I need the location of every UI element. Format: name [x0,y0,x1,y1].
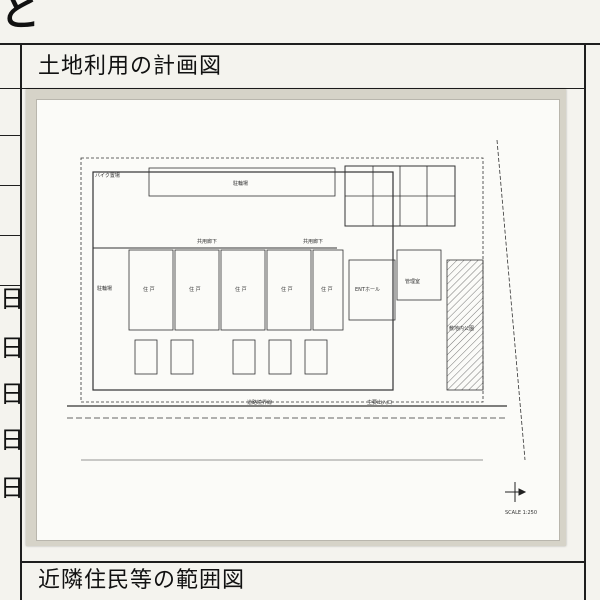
label-scale: SCALE 1:250 [505,510,538,516]
parking-bay [134,339,158,375]
strip-row-divider [0,185,20,186]
section-title-land-use: 土地利用の計画図 [38,54,223,79]
label-corridor: 共用廊下 [303,239,324,245]
site-plan-sheet: バイク置場 駐輪場 駐輪場 共用廊下 共用廊下 住 戸 住 戸 住 戸 住 戸 … [36,99,560,541]
site-boundary [80,157,484,403]
side-glyph: 日 [0,334,24,362]
management-room [396,249,442,301]
frame-left-line [20,43,22,600]
side-glyph: 日 [0,285,24,313]
label-road-boundary: 道路境界線 [247,400,273,406]
strip-row-divider [0,235,20,236]
label-corridor: 共用廊下 [197,239,218,245]
north-arrow-icon [505,482,527,502]
section-title-neighbors: 近隣住民等の範囲図 [38,568,246,593]
label-main-entrance: 主要出入口 [367,400,393,406]
parking-bay [268,339,292,375]
label-unit: 住 戸 [281,287,293,293]
label-unit: 住 戸 [321,287,333,293]
entrance-hall [348,259,396,321]
side-glyph: 日 [0,474,24,502]
label-parking-top: 駐輪場 [233,181,249,187]
label-unit: 住 戸 [235,287,247,293]
frame-top-line [0,43,600,45]
frame-right-line [584,43,586,600]
label-parking-left: 駐輪場 [97,286,113,292]
side-glyph: 日 [0,380,24,408]
site-plan-drawing [67,139,527,502]
side-glyph: 日 [0,426,24,454]
corner-glyph: と [0,0,40,35]
label-bicycle-parking: バイク置場 [95,173,120,179]
parking-bay [170,339,194,375]
label-unit: 住 戸 [143,287,155,293]
park-area [446,259,484,391]
strip-row-divider [0,285,20,286]
unit-block [128,249,174,331]
label-entrance: ENTホール [355,287,380,293]
unit-block [312,249,344,331]
parking-band [148,167,336,197]
parking-bay [232,339,256,375]
building-outline [92,171,394,391]
frame-title-divider [20,88,586,89]
label-park: 敷地内公園 [449,326,475,332]
unit-block [220,249,266,331]
unit-block [174,249,220,331]
frame-bottom-line [20,561,586,563]
strip-row-divider [0,135,20,136]
label-unit: 住 戸 [189,287,201,293]
label-management: 管理室 [405,279,421,285]
parking-bay [304,339,328,375]
strip-row-divider [0,88,20,89]
unit-block [266,249,312,331]
